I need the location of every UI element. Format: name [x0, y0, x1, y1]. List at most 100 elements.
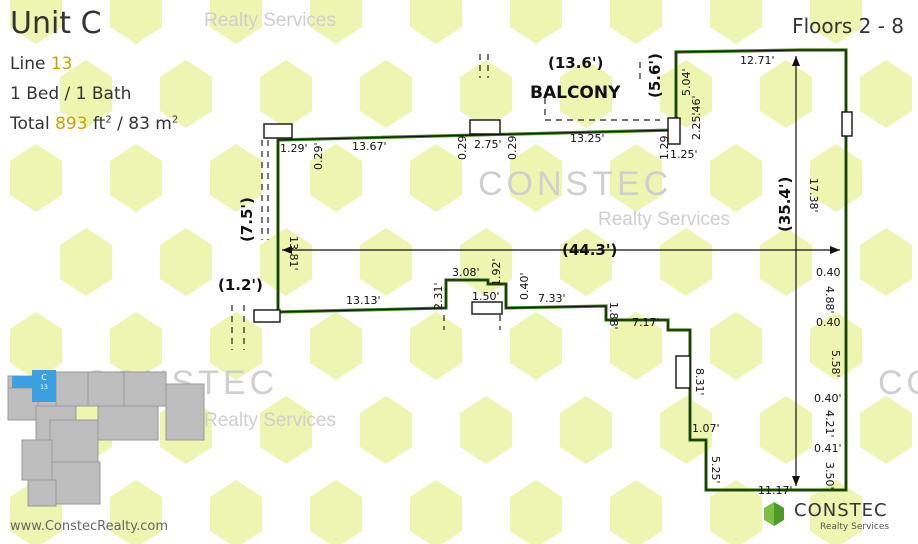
watermark-hexagon: [610, 480, 662, 544]
arrowhead: [792, 476, 800, 486]
area-unit-m: m: [155, 114, 172, 134]
watermark-hexagon: [410, 312, 462, 380]
keyplan-unit-line: 13: [40, 384, 48, 391]
column-box-bottom-left: [253, 309, 281, 323]
logo-name: CONSTEC: [794, 500, 888, 521]
watermark-hexagon: [860, 60, 912, 128]
dim-4-21: 4.21': [823, 410, 836, 438]
unit-title: Unit C: [10, 6, 102, 41]
watermark-hexagon: [460, 228, 512, 296]
keyplan-block: [49, 419, 99, 463]
arrowhead: [792, 56, 800, 66]
dim-1-92: 1.92': [490, 258, 503, 286]
dim-0-29-b: 0.29: [456, 136, 469, 161]
dim-7-17: 7.17': [632, 316, 660, 329]
keyplan-block: [123, 371, 167, 407]
dim-13-25: 13.25': [570, 132, 605, 145]
arrowhead: [282, 246, 292, 254]
floors-label: Floors 2 - 8: [792, 14, 904, 38]
watermark-hexagon: [210, 0, 262, 44]
dim-13-13: 13.13': [346, 294, 381, 307]
dim-1-29-a: 1.29': [280, 142, 308, 155]
watermark-hexagon: [560, 228, 612, 296]
area-sqft: 893: [55, 114, 88, 134]
keyplan-block: [97, 405, 159, 441]
dim-0-29-c: 0.29: [506, 136, 519, 161]
watermark-hexagon: [260, 228, 312, 296]
dim-left-small: (1.2'): [218, 276, 263, 294]
watermark-hexagon: [10, 144, 62, 212]
keyplan-block: [21, 439, 53, 481]
dim-1-25: 1.25': [670, 148, 698, 161]
dim-balcony-depth: (5.6'): [646, 53, 664, 98]
watermark-hexagon: [110, 480, 162, 544]
keyplan-block: [55, 371, 89, 407]
line-text: Line: [10, 54, 46, 74]
watermark-services-lower: Realty Services: [204, 410, 336, 431]
watermark-brand-center: CONSTEC: [478, 165, 672, 203]
dim-0-46: .46': [690, 95, 703, 116]
watermark-hexagon: [110, 144, 162, 212]
watermark-hexagon: [360, 228, 412, 296]
watermark-hexagon: [510, 312, 562, 380]
dim-2-75: 2.75': [474, 138, 502, 151]
website-link[interactable]: www.ConstecRealty.com: [10, 519, 168, 534]
dim-overall-width: (44.3'): [562, 241, 617, 259]
watermark-hexagon: [810, 312, 862, 380]
dim-balcony-width: (13.6'): [548, 54, 603, 72]
watermark-hexagon: [510, 144, 562, 212]
watermark-pattern: [10, 0, 912, 544]
keyplan-block: [27, 479, 57, 507]
dim-17-38: 17.38': [807, 178, 820, 213]
watermark-hexagon: [210, 312, 262, 380]
watermark-hexagon: [310, 480, 362, 544]
watermark-hexagon: [210, 144, 262, 212]
watermark-hexagon: [310, 0, 362, 44]
watermark-hexagon: [160, 60, 212, 128]
watermark-hexagon: [660, 396, 712, 464]
watermark-hexagon: [610, 144, 662, 212]
watermark-hexagon: [810, 144, 862, 212]
watermark-services-center: Realty Services: [598, 209, 730, 230]
watermark-hexagon: [10, 312, 62, 380]
watermark-hexagon: [360, 60, 412, 128]
bed-bath: 1 Bed / 1 Bath: [10, 84, 132, 104]
watermark-hexagon: [760, 60, 812, 128]
watermark-hexagon: [510, 0, 562, 44]
watermark-hexagon: [260, 396, 312, 464]
constec-logo-icon: [764, 502, 784, 526]
watermark-hexagon: [510, 480, 562, 544]
watermark-hexagon: [710, 144, 762, 212]
window-box-top: [469, 119, 501, 135]
key-plan: C 13: [7, 370, 205, 507]
watermark-brand-right-edge: CONSTEC: [878, 364, 918, 402]
dim-13-67: 13.67': [352, 140, 387, 153]
total-label: Total: [10, 114, 50, 134]
dim-1-29-b: 1.29: [658, 136, 671, 161]
keyplan-block: [165, 383, 205, 441]
watermark-hexagon: [60, 228, 112, 296]
dim-0-29-a: 0.29': [312, 142, 325, 170]
dim-1-88: 1.88': [607, 302, 620, 330]
dim-5-25: 5.25': [709, 456, 722, 484]
floorplan: [231, 48, 853, 492]
keyplan-block: [87, 371, 125, 407]
watermark-hexagon: [860, 228, 912, 296]
watermark-hexagon: [260, 60, 312, 128]
total-area: Total 893 ft2 / 83 m2: [10, 114, 179, 134]
dim-0-40-c: 0.40: [816, 316, 841, 329]
area-unit-ft: ft: [92, 114, 106, 134]
keyplan-unit-letter: C: [41, 373, 47, 382]
watermark-hexagon: [560, 60, 612, 128]
dim-8-31: 8.31': [693, 368, 706, 396]
keyplan-block: [51, 461, 101, 505]
watermark-hexagon: [610, 312, 662, 380]
logo-sub: Realty Services: [820, 522, 890, 532]
watermark-hexagon: [660, 228, 712, 296]
watermark-hexagon: [660, 60, 712, 128]
dim-4-88: 4.88': [823, 286, 836, 314]
watermark-hexagon: [210, 480, 262, 544]
arrowhead: [830, 246, 840, 254]
dim-5-04: 5.04': [680, 68, 693, 96]
